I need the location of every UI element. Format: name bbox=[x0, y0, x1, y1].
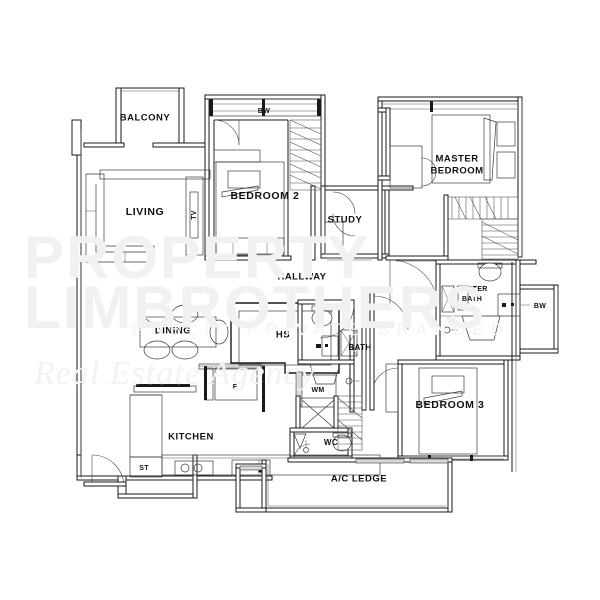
utility-wm bbox=[295, 371, 339, 433]
bw-window-bedroom2 bbox=[208, 98, 322, 117]
label-balcony: BALCONY bbox=[120, 113, 171, 124]
label-living: LIVING bbox=[126, 206, 165, 218]
master-bath-room bbox=[435, 259, 559, 361]
label-study: STUDY bbox=[328, 215, 363, 226]
label-hallway: HALLWAY bbox=[277, 272, 326, 283]
label-bedroom-3: BEDROOM 3 bbox=[416, 399, 485, 411]
svg-text:TV: TV bbox=[191, 210, 198, 220]
dining-furniture bbox=[139, 304, 229, 360]
wardrobe-hatch-master-2 bbox=[481, 218, 519, 260]
common-bath-room bbox=[297, 299, 360, 413]
label-fridge: F bbox=[233, 384, 238, 391]
bedroom3-room bbox=[371, 262, 517, 472]
master-bedroom-window bbox=[382, 101, 518, 112]
label-bath: BATH bbox=[348, 343, 371, 352]
label-master-bedroom: MASTER bbox=[435, 154, 478, 165]
label-dining: DINING bbox=[155, 326, 191, 337]
label-household-shelter: HS bbox=[276, 330, 290, 341]
hatch-corridor bbox=[337, 395, 363, 451]
label-bw-bedroom2: BW bbox=[258, 108, 270, 115]
label-bw-masterbath: BW bbox=[534, 303, 546, 310]
master-bath-shower bbox=[441, 285, 469, 313]
living-sofa bbox=[85, 169, 211, 263]
room-labels: BALCONY LIVING BEDROOM 2 BW STUDY MASTER… bbox=[120, 108, 546, 485]
label-store: ST bbox=[139, 465, 149, 472]
label-wc: WC bbox=[324, 438, 338, 447]
bedroom2-furniture bbox=[213, 119, 285, 256]
hallway-zone bbox=[361, 289, 409, 411]
label-kitchen: KITCHEN bbox=[168, 432, 214, 443]
master-bedroom-room bbox=[377, 96, 523, 309]
label-master-bedroom-2: BEDROOM bbox=[430, 166, 483, 177]
wardrobe-hatch-master bbox=[445, 196, 519, 220]
label-master-bath-2: BATH bbox=[462, 296, 482, 303]
ac-ledge-area bbox=[235, 457, 453, 513]
wardrobe-hatch-bedroom2 bbox=[289, 119, 322, 191]
label-bedroom-2: BEDROOM 2 bbox=[231, 190, 300, 202]
master-bath-wc bbox=[477, 262, 503, 282]
bw-window-masterbath bbox=[497, 293, 530, 317]
label-master-bath: MASTER bbox=[456, 286, 487, 293]
label-ac-ledge: A/C LEDGE bbox=[331, 474, 387, 485]
label-washing-machine: WM bbox=[311, 387, 324, 394]
tv-panel: TV bbox=[185, 176, 204, 256]
structural-walls: TV bbox=[71, 87, 559, 513]
